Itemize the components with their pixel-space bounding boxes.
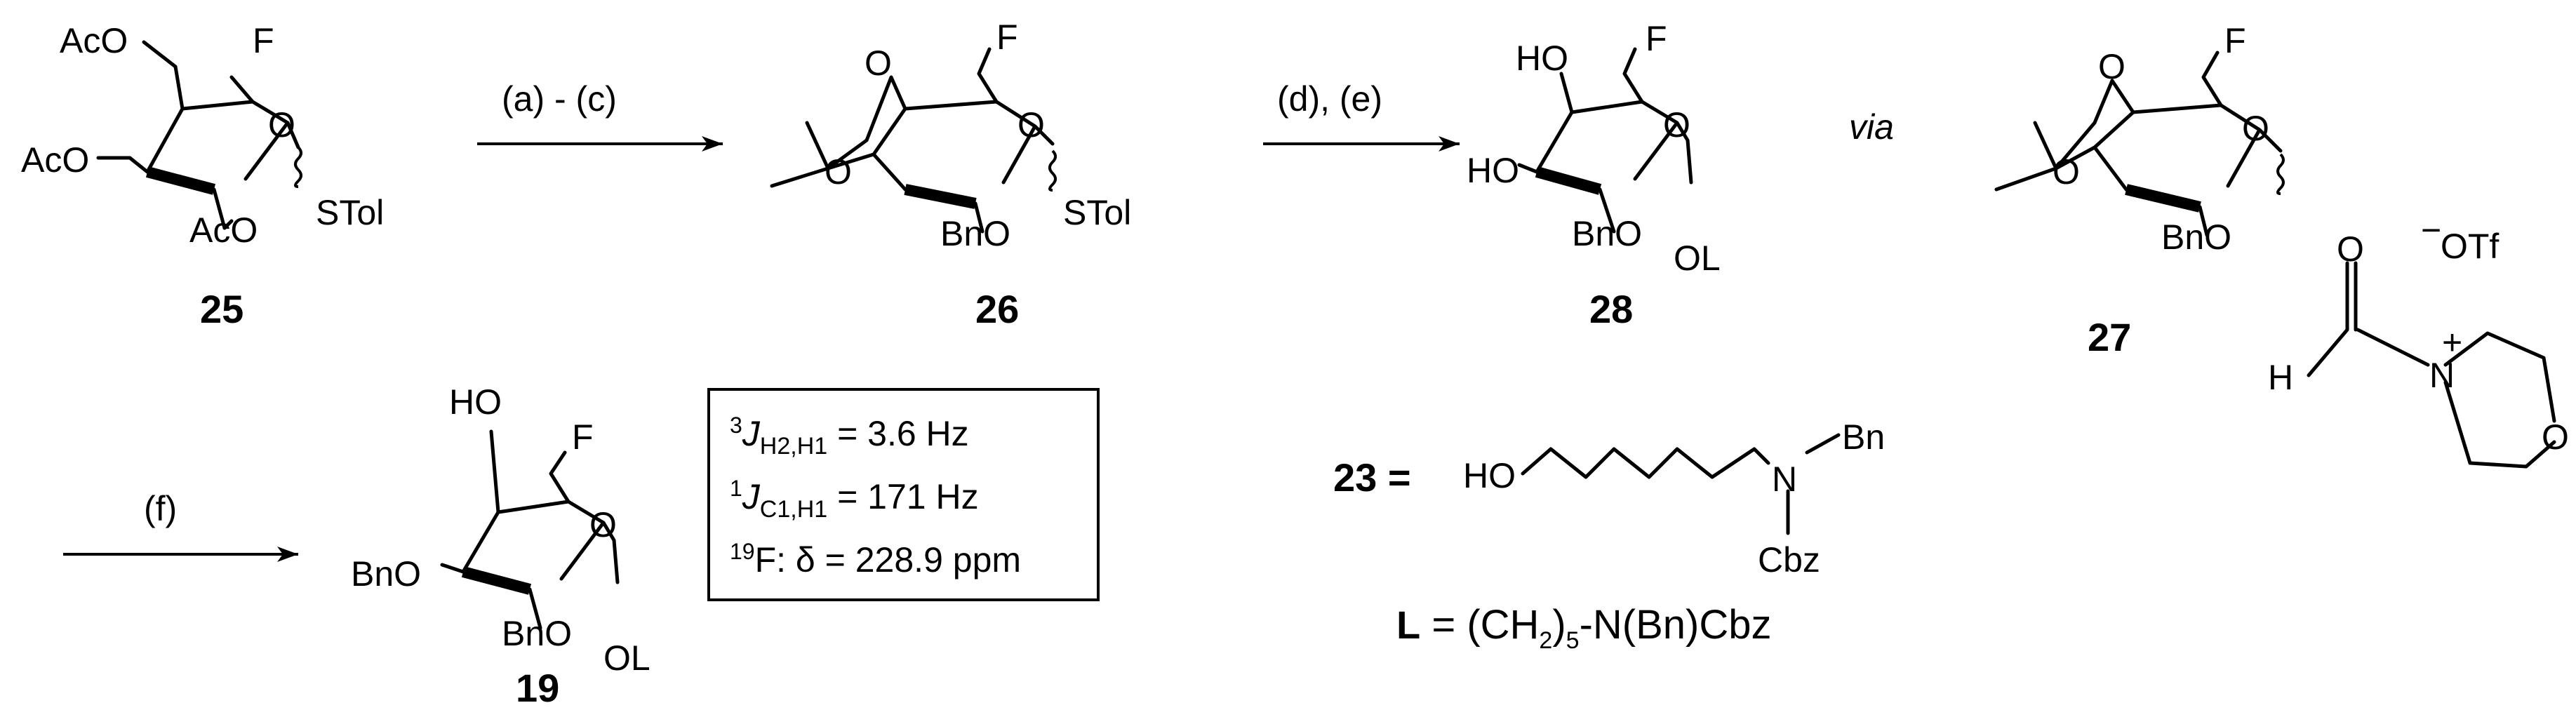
c26-acetal-o2: O: [825, 152, 852, 192]
arrow-d-e-label: (d), (e): [1277, 79, 1382, 119]
compound-27: O O F O BnO O H N + O − OTf 27: [1994, 21, 2569, 469]
c27-acetal-o2: O: [2053, 152, 2080, 192]
compound-28: HO HO F O BnO OL 28: [1467, 19, 1721, 331]
arrow-f: (f): [63, 489, 298, 562]
nmr-line-3: 19F: δ = 228.9 ppm: [730, 539, 1021, 580]
c25-ring-o: O: [268, 105, 295, 145]
c25-number: 25: [200, 287, 243, 331]
compound-26: O O F O BnO STol 26: [770, 18, 1131, 331]
arrow-d-e: (d), (e): [1263, 79, 1460, 152]
c19-number: 19: [516, 666, 559, 710]
c19-bno-2: BnO: [502, 614, 572, 653]
c23-n: N: [1772, 460, 1797, 499]
c19-f: F: [572, 417, 594, 457]
nmr-line-2: 1JC1,H1 = 171 Hz: [730, 476, 979, 523]
compound-25: AcO AcO AcO F O STol 25: [21, 21, 384, 331]
nmr-line-1: 3JH2,H1 = 3.6 Hz: [730, 413, 969, 460]
c27-acetal-o1: O: [2098, 47, 2125, 86]
c27-f: F: [2224, 21, 2246, 60]
c19-bno-3: BnO: [351, 554, 421, 594]
c23-ho: HO: [1463, 456, 1516, 495]
c23-label: 23 =: [1333, 455, 1411, 500]
c27-n: N: [2429, 356, 2455, 395]
c19-ol: OL: [603, 638, 650, 678]
compound-19: HO F O BnO BnO OL 19: [351, 382, 650, 710]
c28-ring-o: O: [1663, 105, 1690, 145]
arrow-f-label: (f): [144, 489, 177, 528]
c28-bno: BnO: [1572, 214, 1642, 253]
c28-ho-3: HO: [1467, 151, 1519, 190]
c27-otf: OTf: [2441, 227, 2499, 266]
c27-plus: +: [2442, 323, 2462, 362]
l-definition: L = (CH2)5-N(Bn)Cbz: [1396, 602, 1772, 654]
c27-link-o: O: [2337, 229, 2364, 269]
c27-bno: BnO: [2161, 217, 2231, 257]
c23-cbz: Cbz: [1758, 540, 1820, 580]
arrow-a-c: (a) - (c): [477, 79, 723, 152]
c27-number: 27: [2088, 315, 2131, 359]
nmr-data-box: 3JH2,H1 = 3.6 Hz 1JC1,H1 = 171 Hz 19F: δ…: [707, 388, 1100, 601]
c26-bno: BnO: [940, 214, 1010, 253]
c27-minus: −: [2421, 210, 2441, 250]
c23-bn: Bn: [1842, 417, 1885, 457]
c25-stol: STol: [316, 193, 384, 232]
c28-ho-4: HO: [1516, 39, 1568, 78]
c26-f: F: [996, 18, 1018, 57]
c28-number: 28: [1589, 287, 1633, 331]
c26-acetal-o1: O: [865, 43, 892, 83]
c28-f: F: [1646, 19, 1667, 58]
c19-ho: HO: [449, 382, 502, 422]
c26-number: 26: [975, 287, 1019, 331]
arrow-a-c-label: (a) - (c): [502, 79, 617, 119]
c27-h: H: [2268, 358, 2293, 397]
c27-ring-o: O: [2242, 109, 2269, 148]
c25-f: F: [253, 21, 274, 60]
c26-stol: STol: [1063, 193, 1131, 232]
c25-aco-3: AcO: [21, 140, 89, 180]
c28-ol: OL: [1674, 239, 1721, 278]
compound-23: 23 = HO N Bn Cbz: [1333, 417, 1885, 580]
c25-aco-4: AcO: [60, 21, 128, 60]
c19-ring-o: O: [589, 505, 617, 544]
c25-aco-2: AcO: [189, 210, 258, 250]
c27-morph-o: O: [2542, 417, 2569, 457]
via-label: via: [1849, 107, 1894, 147]
c26-ring-o: O: [1017, 105, 1045, 145]
